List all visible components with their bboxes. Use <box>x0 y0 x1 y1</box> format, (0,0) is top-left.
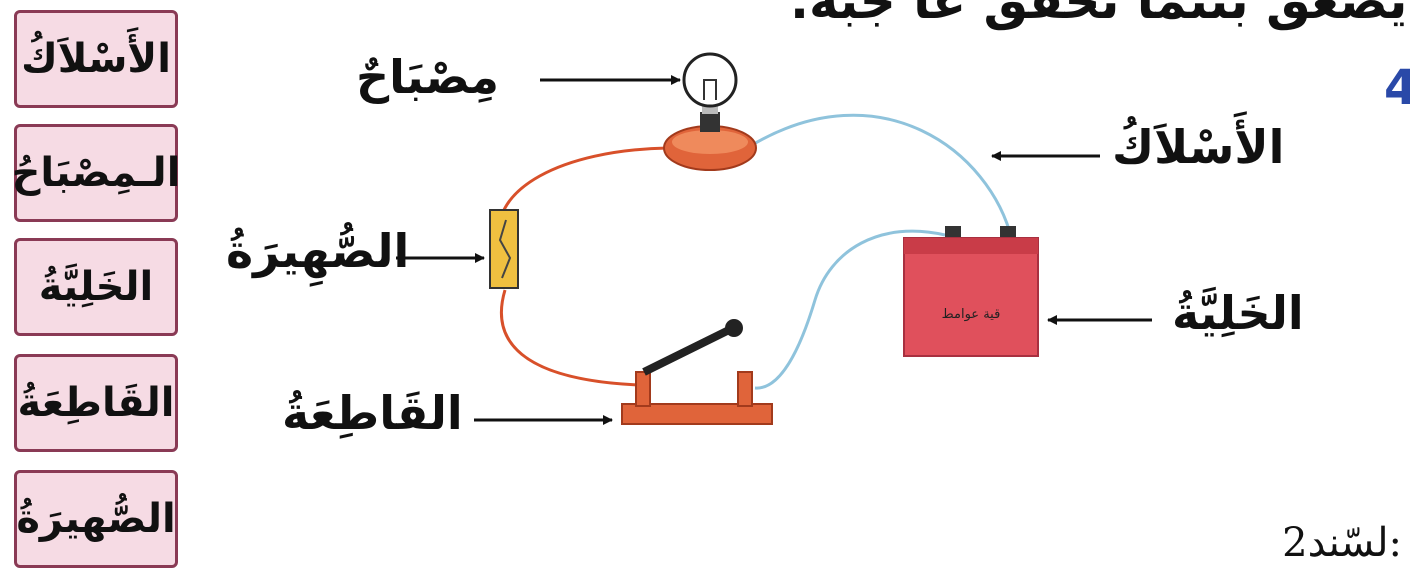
battery-text: قية عوامط <box>942 307 1001 322</box>
instruction-header: يصعق بنتما تحقق عا جبه. <box>790 0 1408 30</box>
source-label: لسّند2: <box>1282 520 1402 566</box>
word-box-switch[interactable]: القَاطِعَةُ <box>14 354 178 452</box>
label-lamp: مِصْبَاحٌ <box>356 50 500 104</box>
question-number-mark: 4 <box>1384 60 1410 110</box>
red-wire <box>497 146 669 387</box>
label-fuse: الصُّهِيرَةُ <box>226 224 410 278</box>
word-box-lamp[interactable]: الـمِصْبَاحُ <box>12 124 180 222</box>
switch-icon <box>621 319 773 425</box>
word-box-cell[interactable]: الخَلِيَّةُ <box>14 238 178 336</box>
blue-wire-bottom <box>754 229 946 390</box>
fuse-icon <box>489 209 519 289</box>
battery-icon <box>903 226 1039 357</box>
lamp-icon <box>663 52 757 171</box>
label-switch: القَاطِعَةُ <box>282 386 463 440</box>
label-cell: الخَلِيَّةُ <box>1172 286 1304 340</box>
label-wires: الأَسْلاَكُ <box>1112 120 1285 174</box>
blue-wire-top <box>751 113 1014 241</box>
word-box-wires[interactable]: الأَسْلاَكُ <box>14 10 178 108</box>
word-box-fuse[interactable]: الصُّهيرَةُ <box>14 470 178 568</box>
